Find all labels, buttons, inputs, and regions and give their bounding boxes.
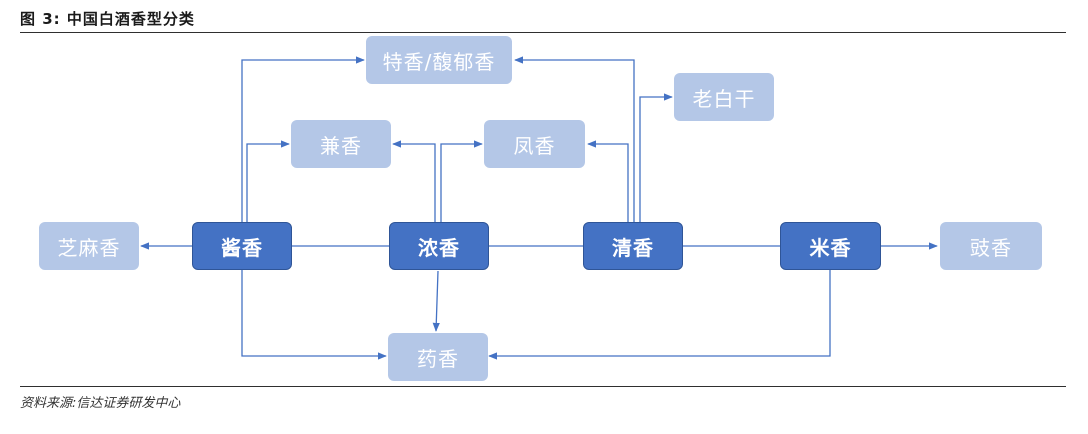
node-nong: 浓香 — [389, 222, 489, 270]
arrow-qing-to-feng — [587, 140, 629, 222]
node-chi: 豉香 — [940, 222, 1042, 270]
arrow-mi-to-yao — [488, 270, 831, 360]
node-zhima: 芝麻香 — [39, 222, 139, 270]
arrow-nong-to-feng — [440, 140, 483, 222]
arrow-nong-to-yao — [432, 270, 440, 332]
arrow-qing-to-laobaigan — [639, 93, 673, 222]
arrow-jiang-to-yao — [241, 270, 387, 360]
node-yao: 药香 — [388, 333, 488, 381]
figure-title: 图 3: 中国白酒香型分类 — [20, 10, 195, 28]
node-jian: 兼香 — [291, 120, 391, 168]
node-feng: 凤香 — [484, 120, 585, 168]
arrow-nong-to-jian — [392, 140, 436, 222]
node-jiang: 酱香 — [192, 222, 292, 270]
node-qing: 清香 — [583, 222, 683, 270]
source-note: 资料来源:信达证券研发中心 — [20, 396, 181, 411]
node-laobaigan: 老白干 — [674, 73, 774, 121]
arrow-qing-to-teshu — [514, 56, 635, 222]
bottom-divider — [20, 386, 1066, 387]
arrow-jiang-to-teshu — [241, 56, 365, 222]
node-teshu-fuyu: 特香/馥郁香 — [366, 36, 512, 84]
top-divider — [20, 32, 1066, 33]
node-mi: 米香 — [780, 222, 881, 270]
arrow-jiang-to-jian — [246, 140, 290, 222]
